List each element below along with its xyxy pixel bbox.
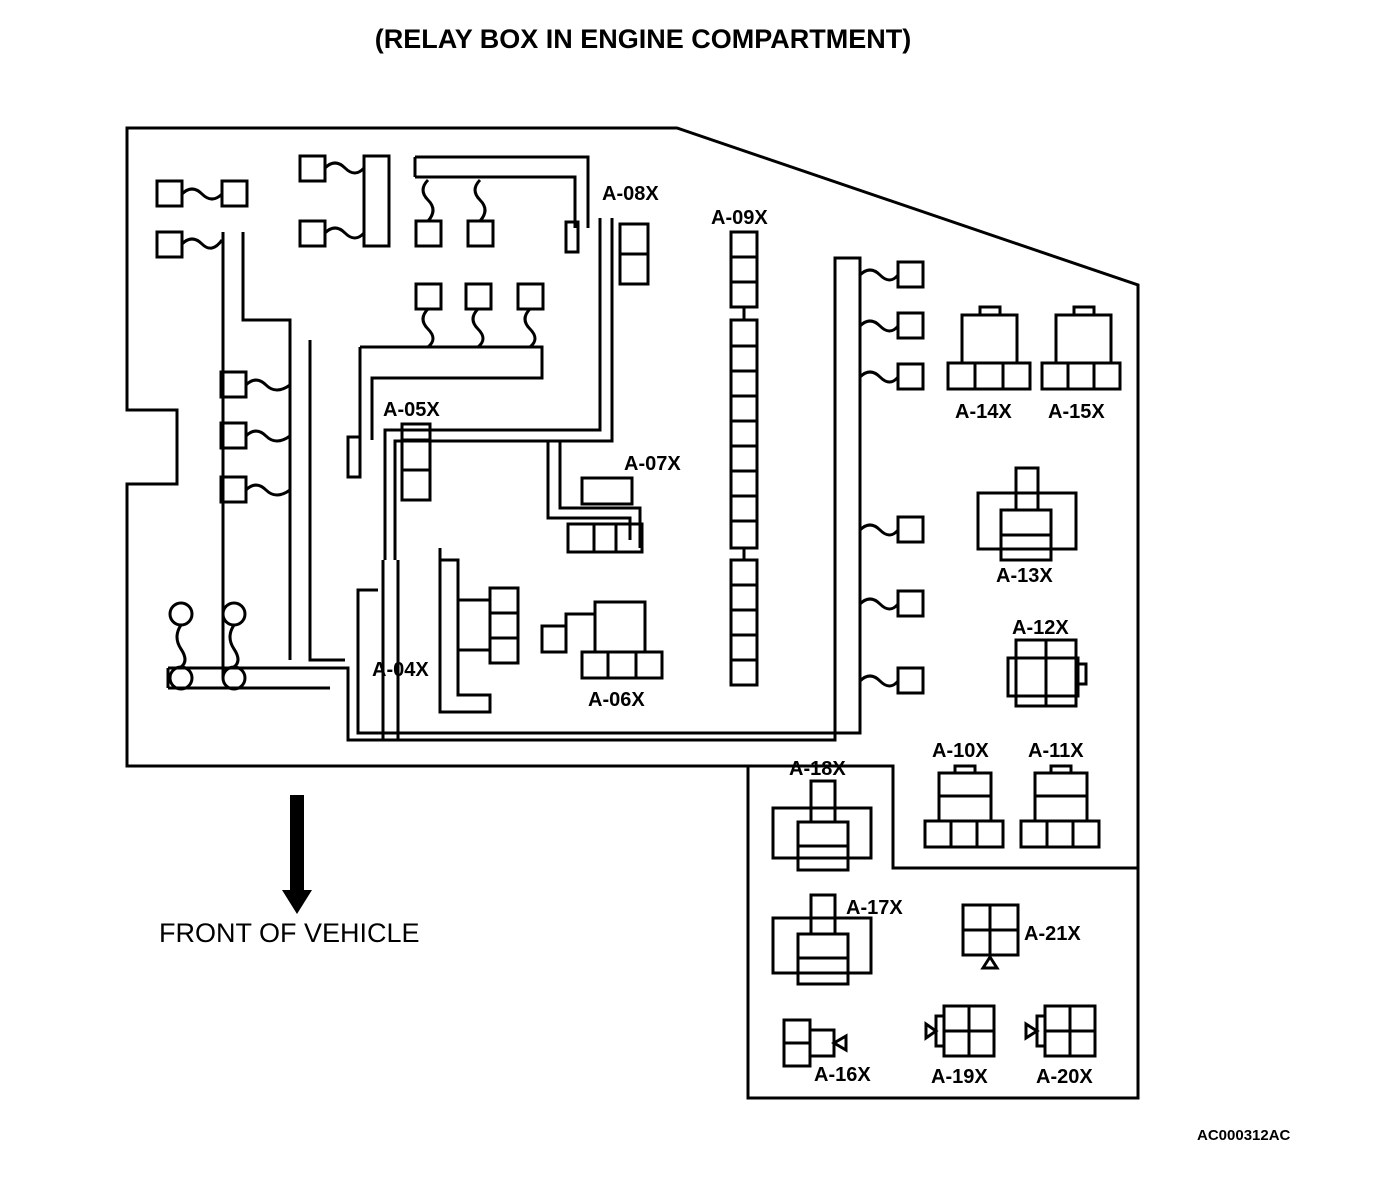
connector-a21x	[961, 903, 1020, 970]
relay-box-outline	[125, 126, 1140, 1100]
label-a17x: A-17X	[846, 897, 903, 919]
label-a14x: A-14X	[955, 401, 1012, 423]
connector-a16x	[782, 1018, 848, 1068]
label-a15x: A-15X	[1048, 401, 1105, 423]
label-a08x: A-08X	[602, 183, 659, 205]
connector-a04x	[456, 586, 520, 665]
connector-a07x	[566, 476, 644, 554]
connector-a20x	[1024, 1004, 1097, 1058]
connector-a13x	[976, 466, 1078, 562]
label-a12x: A-12X	[1012, 617, 1069, 639]
label-a18x: A-18X	[789, 758, 846, 780]
label-a09x: A-09X	[711, 207, 768, 229]
label-a21x: A-21X	[1024, 923, 1081, 945]
label-a07x: A-07X	[624, 453, 681, 475]
connector-a11x	[1019, 764, 1101, 849]
label-a20x: A-20X	[1036, 1066, 1093, 1088]
label-a10x: A-10X	[932, 740, 989, 762]
connector-a12x	[1006, 638, 1088, 708]
front-of-vehicle-label: FRONT OF VEHICLE	[159, 918, 420, 948]
connector-a08x	[564, 220, 650, 286]
connector-a18x	[771, 779, 873, 872]
label-a06x: A-06X	[588, 689, 645, 711]
label-a05x: A-05X	[383, 399, 440, 421]
diagram-title: (RELAY BOX IN ENGINE COMPARTMENT)	[375, 24, 912, 54]
wiring-harness	[166, 155, 862, 742]
figure-code: AC000312AC	[1197, 1127, 1291, 1144]
label-a13x: A-13X	[996, 565, 1053, 587]
connector-a10x	[923, 764, 1005, 849]
front-arrow-icon	[282, 795, 312, 914]
connector-a05x	[346, 422, 432, 502]
connector-a06x	[540, 600, 664, 680]
connector-a17x	[771, 893, 873, 986]
label-a19x: A-19X	[931, 1066, 988, 1088]
connector-a19x	[924, 1004, 996, 1058]
label-a04x: A-04X	[372, 659, 429, 681]
connector-a09x	[729, 230, 759, 687]
label-a11x: A-11X	[1028, 740, 1084, 762]
label-a16x: A-16X	[814, 1064, 871, 1086]
connector-a15x	[1040, 305, 1122, 391]
connector-a14x	[946, 305, 1032, 391]
terminals	[155, 154, 925, 695]
